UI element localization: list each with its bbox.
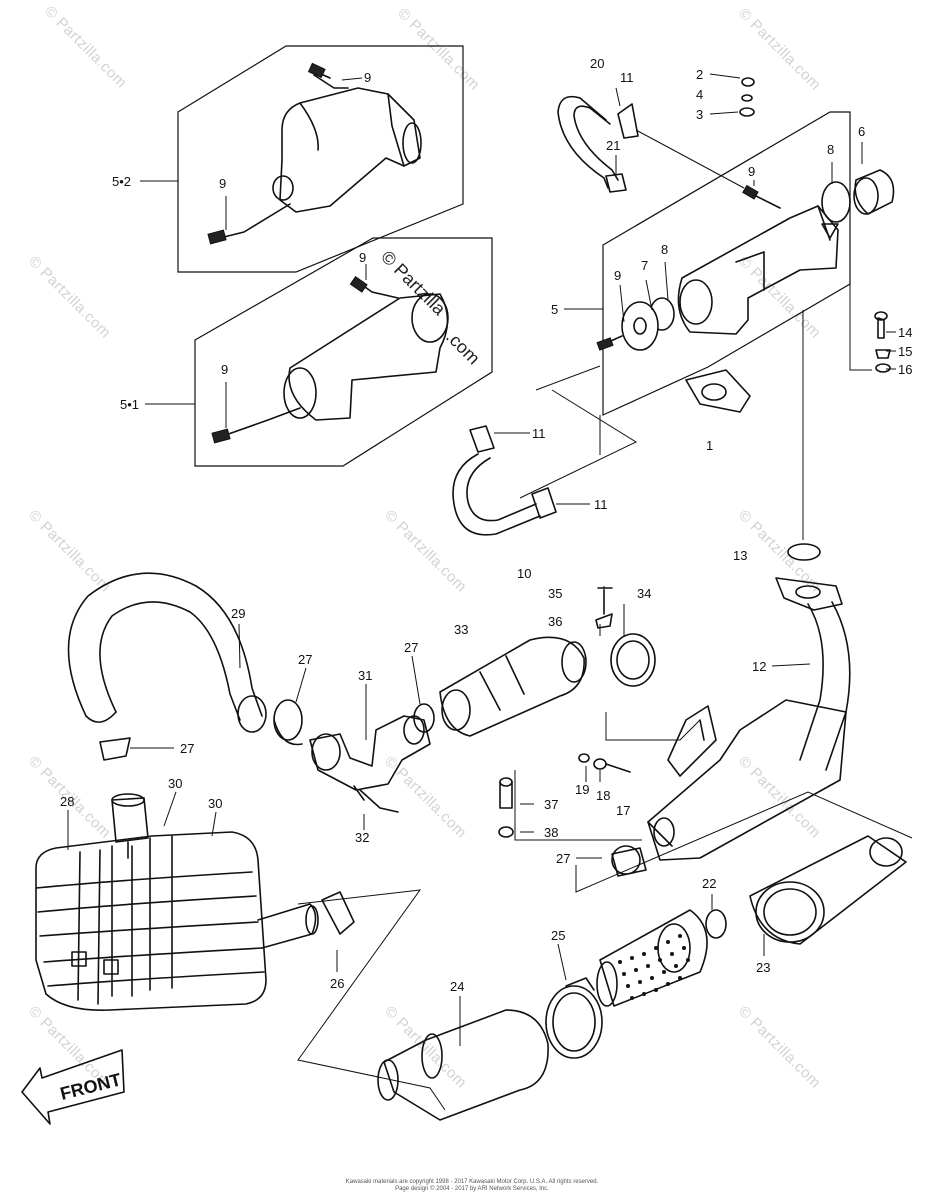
label-15: 15 bbox=[898, 344, 912, 359]
copyright-footer: Kawasaki materials are copyright 1998 - … bbox=[0, 1179, 944, 1193]
label-3: 3 bbox=[696, 107, 703, 122]
label-21: 21 bbox=[606, 138, 620, 153]
label-8: 8 bbox=[661, 242, 668, 257]
watermark: © Partzilla.com bbox=[25, 253, 114, 342]
label-5: 5 bbox=[551, 302, 558, 317]
watermark: © Partzilla.com bbox=[381, 753, 470, 842]
label-17: 17 bbox=[616, 803, 630, 818]
label-36: 36 bbox=[548, 614, 562, 629]
label-2: 2 bbox=[696, 67, 703, 82]
label-16: 16 bbox=[898, 362, 912, 377]
group-1-outline bbox=[519, 365, 638, 499]
label-5-1: 5•1 bbox=[120, 397, 139, 412]
label-1: 1 bbox=[706, 438, 713, 453]
label-23: 23 bbox=[756, 960, 770, 975]
label-7: 7 bbox=[641, 258, 648, 273]
part-12-exhaust-pipe bbox=[647, 543, 851, 861]
label-25: 25 bbox=[551, 928, 565, 943]
label-27: 27 bbox=[180, 741, 194, 756]
label-38: 38 bbox=[544, 825, 558, 840]
group-frames bbox=[177, 45, 913, 1111]
group-12-outline bbox=[514, 712, 701, 841]
part-5-2-manifold bbox=[207, 62, 422, 245]
copyright-line-2: Page design © 2004 - 2017 by ARI Network… bbox=[395, 1186, 549, 1192]
watermark: © Partzilla.com bbox=[394, 5, 483, 94]
frame-5-leader bbox=[849, 284, 872, 371]
label-28: 28 bbox=[60, 794, 74, 809]
watermark: © Partzilla.com bbox=[41, 3, 130, 92]
label-19: 19 bbox=[575, 782, 589, 797]
label-27: 27 bbox=[404, 640, 418, 655]
label-12: 12 bbox=[752, 659, 766, 674]
label-6: 6 bbox=[858, 124, 865, 139]
part-5-1-manifold bbox=[211, 276, 449, 444]
watermark: © Partzilla.com bbox=[735, 1003, 824, 1092]
copyright-line-1: Kawasaki materials are copyright 1998 - … bbox=[345, 1179, 599, 1185]
label-35: 35 bbox=[548, 586, 562, 601]
label-4: 4 bbox=[696, 87, 703, 102]
frame-5-2 bbox=[177, 45, 464, 273]
label-37: 37 bbox=[544, 797, 558, 812]
perforation-holes bbox=[618, 934, 690, 1000]
label-9: 9 bbox=[221, 362, 228, 377]
part-28-muffler bbox=[35, 793, 355, 1011]
watermark-center: .com bbox=[442, 327, 484, 369]
label-10: 10 bbox=[517, 566, 531, 581]
group-24-outline bbox=[297, 889, 446, 1111]
label-26: 26 bbox=[330, 976, 344, 991]
label-27: 27 bbox=[298, 652, 312, 667]
part-10-hose bbox=[452, 425, 557, 536]
watermark: © Partzilla.com bbox=[735, 5, 824, 94]
label-27: 27 bbox=[556, 851, 570, 866]
label-30: 30 bbox=[208, 796, 222, 811]
label-13: 13 bbox=[733, 548, 747, 563]
label-31: 31 bbox=[358, 668, 372, 683]
label-32: 32 bbox=[355, 830, 369, 845]
label-8: 8 bbox=[827, 142, 834, 157]
label-14: 14 bbox=[898, 325, 912, 340]
part-24-tailpipe bbox=[377, 977, 603, 1121]
part-22-23-baffle bbox=[596, 835, 907, 1007]
watermark: © Partzilla.com bbox=[381, 1003, 470, 1092]
label-24: 24 bbox=[450, 979, 464, 994]
part-5-manifold bbox=[596, 77, 895, 413]
part-29-hose bbox=[67, 572, 303, 761]
label-11: 11 bbox=[620, 70, 634, 85]
label-9: 9 bbox=[219, 176, 226, 191]
part-labels: 9 5•2 9 9 5•1 9 20 11 2 4 3 6 21 8 9 8 7… bbox=[60, 56, 912, 994]
label-30: 30 bbox=[168, 776, 182, 791]
label-33: 33 bbox=[454, 622, 468, 637]
label-18: 18 bbox=[596, 788, 610, 803]
label-9: 9 bbox=[364, 70, 371, 85]
label-9: 9 bbox=[614, 268, 621, 283]
label-11: 11 bbox=[594, 497, 608, 512]
watermark: © Partzilla.com bbox=[381, 507, 470, 596]
label-20: 20 bbox=[590, 56, 604, 71]
label-29: 29 bbox=[231, 606, 245, 621]
watermark: © Partzilla.com bbox=[25, 507, 114, 596]
frame-5-1 bbox=[194, 237, 493, 467]
label-11: 11 bbox=[532, 426, 546, 441]
part-20-hose bbox=[557, 95, 639, 193]
label-9: 9 bbox=[359, 250, 366, 265]
label-22: 22 bbox=[702, 876, 716, 891]
label-9: 9 bbox=[748, 164, 755, 179]
part-31-elbow bbox=[309, 715, 431, 813]
label-34: 34 bbox=[637, 586, 651, 601]
group-22-outline bbox=[575, 791, 913, 893]
label-5-2: 5•2 bbox=[112, 174, 131, 189]
leader-lines bbox=[67, 73, 896, 1046]
